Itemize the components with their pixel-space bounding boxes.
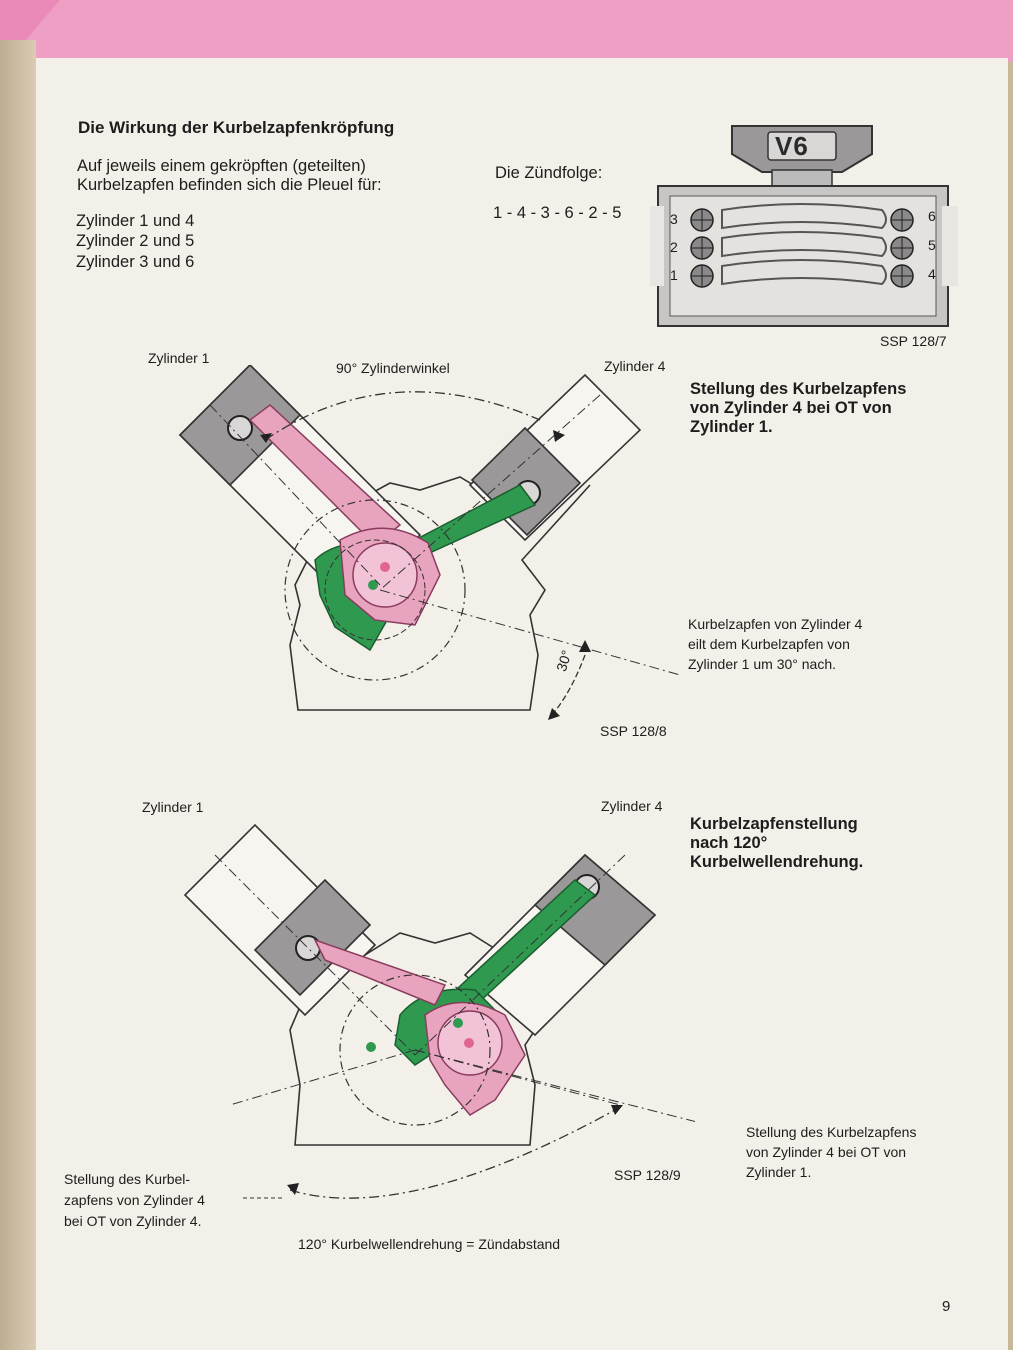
firing-order-label: Die Zündfolge:	[495, 164, 603, 182]
d2-title-1: Kurbelzapfenstellung	[690, 815, 858, 833]
bank-label-6: 6	[928, 208, 936, 224]
d1-angle-label: 90° Zylinderwinkel	[336, 360, 450, 376]
d2-bottom-label: 120° Kurbelwellendrehung = Zündabstand	[298, 1236, 561, 1252]
cylinder-pair-1: Zylinder 1 und 4	[76, 212, 195, 230]
d1-title-2: von Zylinder 4 bei OT von	[690, 399, 892, 417]
bank-label-4: 4	[928, 266, 936, 282]
cylinder-pair-3: Zylinder 3 und 6	[76, 253, 195, 271]
d2-title-3: Kurbelwellendrehung.	[690, 853, 864, 871]
d2-note-left-1: Stellung des Kurbel-	[64, 1171, 191, 1187]
d1-label-cylinder-1: Zylinder 1	[148, 350, 210, 366]
d1-title-1: Stellung des Kurbelzapfens	[690, 380, 907, 398]
page-heading: Die Wirkung der Kurbelzapfenkröpfung	[78, 118, 395, 137]
intro-line-1: Auf jeweils einem gekröpften (geteilten)	[77, 157, 366, 175]
d2-note-left-2: zapfens von Zylinder 4	[64, 1192, 205, 1208]
d2-note-right-3: Zylinder 1.	[746, 1164, 812, 1180]
bank-label-5: 5	[928, 237, 936, 253]
d1-crank-diagram	[178, 365, 681, 720]
d2-note-left-3: bei OT von Zylinder 4.	[64, 1213, 202, 1229]
bleed-through	[540, 125, 544, 140]
d2-note-right-1: Stellung des Kurbelzapfens	[746, 1124, 917, 1140]
d2-title-2: nach 120°	[690, 834, 768, 852]
d2-label-cylinder-4: Zylinder 4	[601, 798, 663, 814]
d2-crank-diagram	[183, 823, 695, 1199]
cylinder-pair-2: Zylinder 2 und 5	[76, 232, 195, 250]
d1-note-3: Zylinder 1 um 30° nach.	[688, 656, 837, 672]
intro-line-2: Kurbelzapfen befinden sich die Pleuel fü…	[77, 176, 382, 194]
bank-label-2: 2	[670, 239, 678, 255]
d1-label-cylinder-4: Zylinder 4	[604, 358, 666, 374]
page-tab	[0, 0, 1013, 62]
v6-engine-diagram	[650, 125, 958, 327]
caption-ssp-128-9: SSP 128/9	[614, 1167, 681, 1183]
page-shadow	[0, 40, 36, 1350]
d2-note-right-2: von Zylinder 4 bei OT von	[746, 1144, 907, 1160]
v6-badge: V6	[775, 131, 809, 161]
d2-label-cylinder-1: Zylinder 1	[142, 799, 204, 815]
caption-ssp-128-7: SSP 128/7	[880, 333, 947, 349]
d1-note-1: Kurbelzapfen von Zylinder 4	[688, 616, 863, 632]
firing-order-value: 1 - 4 - 3 - 6 - 2 - 5	[493, 204, 622, 222]
page-number: 9	[942, 1298, 951, 1315]
d1-note-2: eilt dem Kurbelzapfen von	[688, 636, 850, 652]
caption-ssp-128-8: SSP 128/8	[600, 723, 667, 739]
bank-label-3: 3	[670, 211, 678, 227]
bank-label-1: 1	[670, 267, 678, 283]
d1-title-3: Zylinder 1.	[690, 418, 773, 436]
